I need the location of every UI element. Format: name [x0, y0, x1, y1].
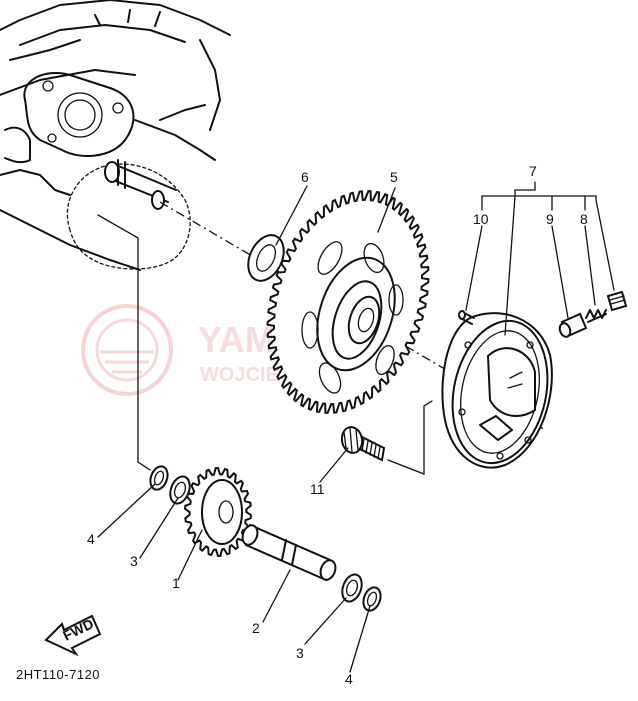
small-gear-part-1	[184, 466, 252, 558]
callout-9: 9	[546, 211, 554, 227]
callout-5: 5	[390, 169, 398, 185]
spring-part-8	[585, 309, 607, 323]
large-gear-part-5	[266, 190, 430, 414]
leader-lines	[97, 181, 615, 673]
engine-crankcase	[0, 0, 231, 271]
watermark-logo	[81, 304, 173, 396]
callouts: 6 5 7 10 9 8 11 4 3 1 2 3 4	[87, 163, 588, 687]
clutch-small-parts	[458, 290, 628, 338]
pin-part-10	[458, 310, 475, 325]
washer-part-6	[247, 234, 285, 282]
shaft-part-2	[241, 523, 337, 582]
callout-4-left: 4	[87, 531, 95, 547]
callout-6: 6	[301, 169, 309, 185]
watermark-text-2: WOJCIE	[200, 364, 279, 386]
catalog-code: 2HT110-7120	[16, 667, 100, 682]
circlip-part-4-right	[362, 586, 382, 612]
callout-7: 7	[529, 163, 537, 179]
bolt-part-11	[340, 426, 386, 462]
callout-10: 10	[473, 211, 489, 227]
callout-4-right: 4	[345, 671, 353, 687]
washer-part-3-left	[169, 475, 191, 505]
forward-arrow: FWD	[44, 614, 102, 657]
callout-11: 11	[310, 481, 325, 497]
washer-part-3-right	[341, 573, 363, 603]
callout-2: 2	[252, 620, 260, 636]
callout-8: 8	[580, 211, 588, 227]
callout-3-right: 3	[296, 645, 304, 661]
clutch-housing-part-7	[441, 312, 553, 469]
callout-3-left: 3	[130, 553, 138, 569]
callout-1: 1	[172, 575, 180, 591]
spring-cap	[606, 290, 628, 312]
roller-part-9	[558, 312, 588, 338]
